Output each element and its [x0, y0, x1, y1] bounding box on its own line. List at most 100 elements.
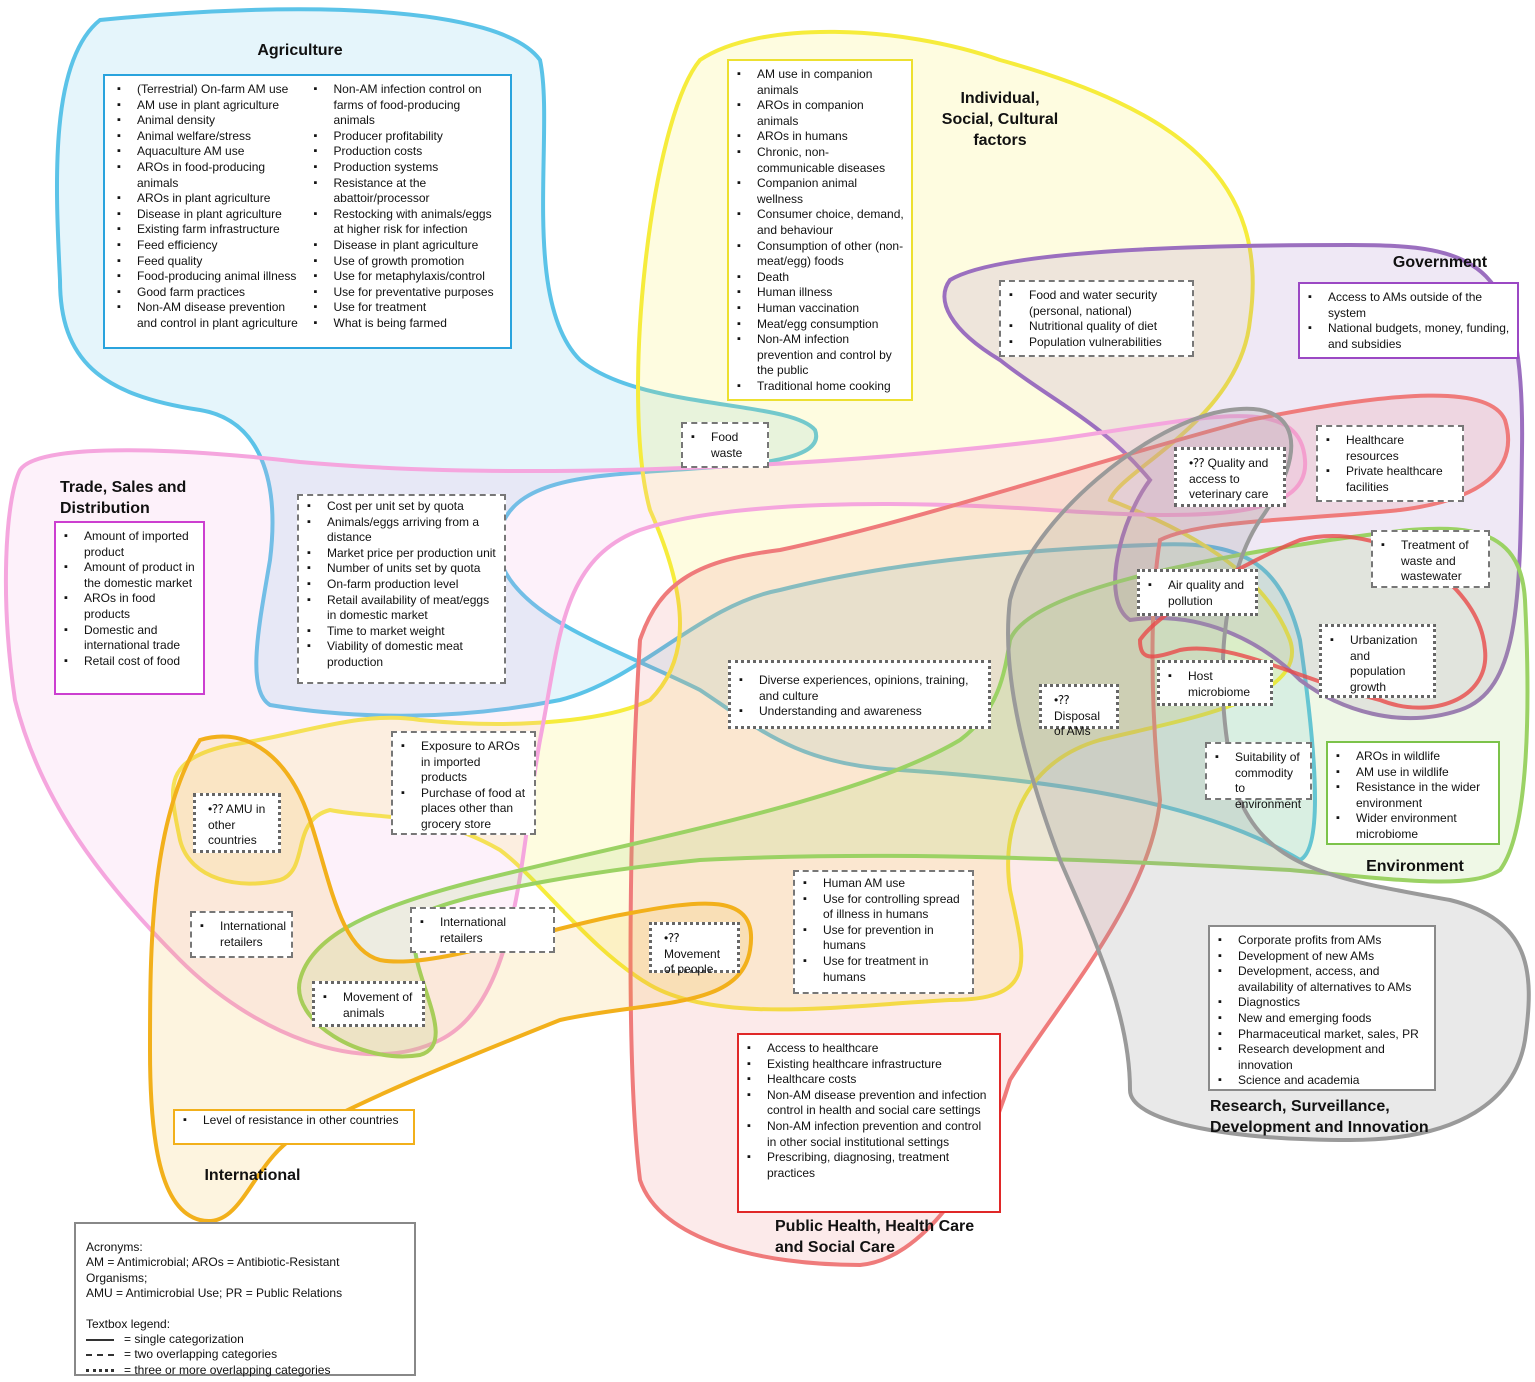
- health-resources-region: [1137, 534, 1488, 710]
- environment-list: AROs in wildlifeAM use in wildlifeResist…: [1334, 749, 1492, 843]
- list-item: National budgets, money, funding, and su…: [1308, 321, 1511, 352]
- food-waste-box: Food waste: [681, 422, 769, 468]
- acronyms-line-1: AM = Antimicrobial; AROs = Antibiotic-Re…: [86, 1255, 340, 1285]
- list-item: Number of units set by quota: [307, 561, 498, 577]
- intl-retailers-box-2: International retailers: [410, 907, 555, 953]
- list-item: •⁇ Disposal of AMs: [1054, 693, 1101, 739]
- urbanization-box: Urbanization and population growth: [1319, 624, 1436, 698]
- intl-retailers-box-1: International retailers: [190, 911, 293, 958]
- legend-row-single: = single categorization: [86, 1332, 404, 1347]
- vet-care-box: •⁇ Quality and access to veterinary care: [1174, 447, 1286, 507]
- list-item: Good farm practices: [117, 285, 308, 301]
- environment-box: AROs in wildlifeAM use in wildlifeResist…: [1326, 741, 1500, 845]
- list-item: Market price per production unit: [307, 546, 498, 562]
- diverse-box: Diverse experiences, opinions, training,…: [728, 660, 991, 729]
- list-item: Viability of domestic meat production: [307, 639, 498, 670]
- list-item: Feed efficiency: [117, 238, 308, 254]
- suitability-box: Suitability of commodity to environment: [1205, 742, 1312, 811]
- list-item: •⁇ AMU in other countries: [208, 802, 266, 848]
- legend-three-label: = three or more overlapping categories: [124, 1362, 331, 1377]
- list-item: Nutritional quality of diet: [1009, 319, 1186, 335]
- list-item: International retailers: [420, 915, 547, 946]
- list-item: Production systems: [314, 160, 505, 176]
- list-item: Healthcare costs: [747, 1072, 993, 1088]
- list-item: Suitability of commodity to environment: [1215, 750, 1304, 812]
- host-microbiome-list: Host microbiome: [1166, 669, 1264, 700]
- list-item: Amount of product in the domestic market: [64, 560, 197, 591]
- solid-line-swatch: [86, 1338, 114, 1341]
- list-item: Production costs: [314, 144, 505, 160]
- legend-row-three: = three or more overlapping categories: [86, 1363, 404, 1378]
- list-item: Private healthcare facilities: [1326, 464, 1456, 495]
- list-item: (Terrestrial) On-farm AM use: [117, 82, 308, 98]
- list-item: Resistance in the wider environment: [1336, 780, 1492, 811]
- list-item: AROs in companion animals: [737, 98, 905, 129]
- list-item: Food and water security (personal, natio…: [1009, 288, 1186, 319]
- list-item: Use for preventative purposes: [314, 285, 505, 301]
- list-item: Time to market weight: [307, 624, 498, 640]
- list-item: Traditional home cooking: [737, 379, 905, 395]
- intl-resistance-box: Level of resistance in other countries: [173, 1109, 415, 1145]
- label-international: International: [204, 1167, 301, 1184]
- government-box: Access to AMs outside of the systemNatio…: [1298, 282, 1519, 359]
- list-item: Human vaccination: [737, 301, 905, 317]
- dotted-line-swatch: [86, 1369, 114, 1373]
- list-item: Consumption of other (non-meat/egg) food…: [737, 239, 905, 270]
- food-security-box: Food and water security (personal, natio…: [999, 280, 1194, 357]
- list-item: Disease in plant agriculture: [117, 207, 308, 223]
- list-item: International retailers: [200, 919, 286, 950]
- list-item: •⁇ Quality and access to veterinary care: [1189, 456, 1269, 502]
- list-item: •⁇ Movement of people: [664, 931, 721, 977]
- list-item: Non-AM infection prevention and control …: [737, 332, 905, 379]
- intl-retailers-list-1: International retailers: [198, 919, 286, 950]
- list-item: Existing farm infrastructure: [117, 222, 308, 238]
- label-agriculture: Agriculture: [257, 42, 343, 59]
- list-item: Air quality and pollution: [1148, 578, 1249, 609]
- list-item: Disease in plant agriculture: [314, 238, 505, 254]
- list-item: Science and academia: [1218, 1073, 1428, 1089]
- treatment-waste-box: Treatment of waste and wastewater: [1371, 530, 1490, 588]
- list-item: Meat/egg consumption: [737, 317, 905, 333]
- list-item: Development of new AMs: [1218, 949, 1428, 965]
- list-item: Non-AM disease prevention and control in…: [117, 300, 308, 331]
- list-item: Amount of imported product: [64, 529, 197, 560]
- government-list: Access to AMs outside of the systemNatio…: [1306, 290, 1511, 352]
- label-trade: Trade, Sales and Distribution: [60, 479, 187, 517]
- agriculture-box: (Terrestrial) On-farm AM useAM use in pl…: [103, 74, 512, 349]
- amu-other-list: •⁇ AMU in other countries: [200, 802, 272, 849]
- exposure-list: Exposure to AROs in imported productsPur…: [399, 739, 528, 833]
- air-quality-box: Air quality and pollution: [1137, 569, 1258, 616]
- list-item: Research development and innovation: [1218, 1042, 1428, 1073]
- public-health-box: Access to healthcareExisting healthcare …: [737, 1033, 1001, 1213]
- legend-single-label: = single categorization: [124, 1332, 244, 1347]
- list-item: Consumer choice, demand, and behaviour: [737, 207, 905, 238]
- list-item: Use for metaphylaxis/control: [314, 269, 505, 285]
- movement-people-list: •⁇ Movement of people: [656, 931, 731, 978]
- healthcare-resources-box: Healthcare resourcesPrivate healthcare f…: [1316, 425, 1464, 502]
- list-item: Retail availability of meat/eggs in dome…: [307, 593, 498, 624]
- suitability-list: Suitability of commodity to environment: [1213, 750, 1304, 812]
- list-item: Chronic, non-communicable diseases: [737, 145, 905, 176]
- list-item: AROs in food products: [64, 591, 197, 622]
- individual-list: AM use in companion animalsAROs in compa…: [735, 67, 905, 394]
- list-item: Access to AMs outside of the system: [1308, 290, 1511, 321]
- list-item: Purchase of food at places other than gr…: [401, 786, 528, 833]
- list-item: Feed quality: [117, 254, 308, 270]
- list-item: Food waste: [691, 430, 761, 461]
- label-public-health: Public Health, Health Care and Social Ca…: [775, 1218, 975, 1256]
- international-region: [147, 734, 754, 1224]
- label-research: Research, Surveillance, Development and …: [1210, 1098, 1429, 1136]
- list-item: Human AM use: [803, 876, 966, 892]
- urbanization-list: Urbanization and population growth: [1328, 633, 1427, 695]
- dashed-line-swatch: [86, 1354, 114, 1357]
- label-government: Government: [1392, 254, 1488, 271]
- movement-animals-box: Movement of animals: [312, 981, 425, 1027]
- list-item: Human illness: [737, 285, 905, 301]
- list-item: Animal welfare/stress: [117, 129, 308, 145]
- list-item: Corporate profits from AMs: [1218, 933, 1428, 949]
- cost-quota-box: Cost per unit set by quotaAnimals/eggs a…: [297, 494, 506, 684]
- list-item: Treatment of waste and wastewater: [1381, 538, 1482, 585]
- list-item: Prescribing, diagnosing, treatment pract…: [747, 1150, 993, 1181]
- list-item: Non-AM infection control on farms of foo…: [314, 82, 505, 129]
- acronyms-line-2: AMU = Antimicrobial Use; PR = Public Rel…: [86, 1286, 343, 1301]
